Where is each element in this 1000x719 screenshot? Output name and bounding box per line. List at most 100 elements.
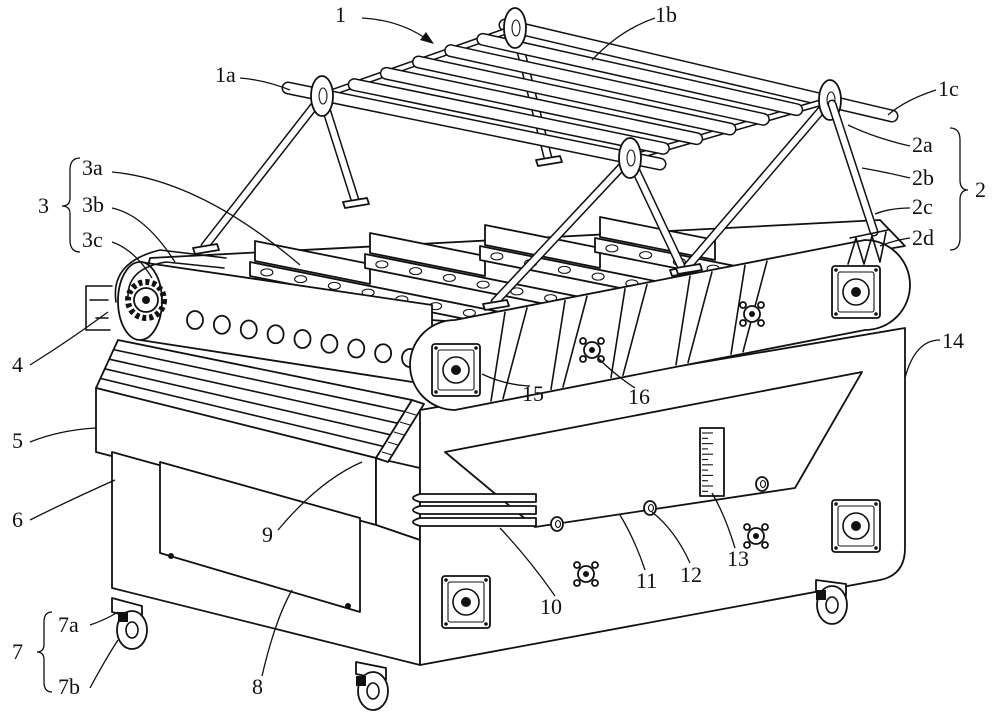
knob-tab [591, 561, 599, 569]
knob-tab [739, 301, 747, 309]
motor-flange [447, 581, 485, 623]
tray-hole [442, 273, 456, 282]
drum-gear-teeth [125, 279, 167, 321]
label-2b: 2b [912, 165, 934, 190]
baffle-fin [550, 299, 566, 391]
motor-bolt [434, 346, 438, 350]
motor-bolt [834, 268, 838, 272]
caster-left [111, 597, 148, 650]
heating-coil [412, 505, 537, 515]
leader-15 [481, 373, 531, 387]
strut-foot [192, 243, 220, 255]
leader-9 [277, 461, 363, 531]
adjust-knob [755, 476, 769, 492]
label-3c: 3c [82, 227, 103, 252]
leader-13 [711, 492, 736, 549]
ruler-body [699, 427, 725, 497]
ruler-ticks [702, 432, 713, 492]
caster-hub [366, 682, 380, 700]
reference-labels: 1 1a 1b 1c 2a 2b 2c 2d 2 3a 3b 3c 3 4 5 … [12, 2, 986, 699]
baffle-plate-edge [562, 295, 588, 388]
motor-bolt [834, 502, 838, 506]
label-7b: 7b [58, 674, 80, 699]
leader-lines [29, 17, 969, 693]
heating-coils [412, 493, 537, 527]
label-5: 5 [12, 428, 23, 453]
support-strut-highlight [685, 97, 833, 269]
hood-louver [104, 367, 392, 436]
roller-highlight [477, 34, 802, 115]
rake-rod-highlight [829, 101, 877, 235]
motor-bolt [444, 622, 448, 626]
support-strut-highlight [492, 155, 633, 305]
leader-6 [29, 479, 116, 521]
frame-disc [618, 137, 642, 179]
hood-louver [99, 377, 385, 448]
housing-baffles [490, 260, 768, 402]
bearing-knob-center [589, 347, 595, 353]
door-screw [168, 553, 174, 559]
drum-hole [293, 329, 312, 349]
front-rod-highlight [283, 83, 665, 169]
motor-flange [837, 271, 875, 313]
baffle-fin [490, 311, 506, 402]
drum-bracket [85, 285, 113, 331]
access-door [159, 461, 361, 613]
drum-hole [320, 333, 339, 354]
door-screw [345, 603, 351, 609]
brace-7 [36, 611, 53, 693]
label-14: 14 [942, 328, 964, 353]
label-10: 10 [540, 594, 562, 619]
tray-hole [294, 275, 308, 284]
frame-disc-hub [318, 87, 328, 105]
caster-front [355, 661, 389, 711]
adjust-knob-center [647, 503, 655, 513]
brace-2 [949, 127, 969, 251]
knob-tab [597, 355, 605, 363]
leader-3c [111, 241, 153, 279]
label-3a: 3a [82, 155, 103, 180]
label-2c: 2c [912, 194, 933, 219]
knob-tab [761, 523, 769, 531]
bearing-knob-center [749, 311, 755, 317]
housing-body [409, 239, 911, 411]
frame-disc-hub [511, 19, 521, 37]
label-13: 13 [727, 546, 749, 571]
drum-hole [212, 314, 231, 335]
label-16: 16 [628, 384, 650, 409]
rake-teeth [847, 231, 887, 265]
frame-disc [503, 7, 527, 49]
motor-shaft-ring [842, 512, 870, 540]
bearing-knobs [573, 301, 769, 587]
roller-highlight [349, 79, 669, 154]
leader-7a [89, 611, 119, 626]
motor-shaft-ring [442, 356, 470, 384]
drum-hole [186, 310, 204, 330]
frame-disc [310, 75, 334, 117]
knob-tab [757, 301, 765, 309]
hood-louvers [99, 348, 406, 448]
label-15: 15 [522, 381, 544, 406]
leader-1a [239, 77, 291, 91]
tray-hole [476, 280, 490, 289]
label-6: 6 [12, 507, 23, 532]
leader-11 [619, 514, 646, 571]
rake-assembly [827, 99, 889, 265]
leader-14 [904, 339, 941, 379]
adjust-knob [550, 516, 564, 532]
leader-3a [111, 171, 301, 266]
tray-hole [557, 265, 571, 274]
motors [431, 265, 881, 629]
leader-2a [847, 124, 911, 147]
label-3b: 3b [82, 192, 104, 217]
knob-tab [579, 337, 587, 345]
label-7: 7 [12, 639, 23, 664]
label-2a: 2a [912, 132, 933, 157]
motor-shaft [451, 365, 461, 375]
brace-3 [61, 157, 81, 253]
drum-hole [374, 343, 393, 364]
motor-bolt [484, 622, 488, 626]
drum-hole [347, 338, 366, 359]
leader-2d [879, 237, 911, 247]
label-2d: 2d [912, 225, 934, 250]
